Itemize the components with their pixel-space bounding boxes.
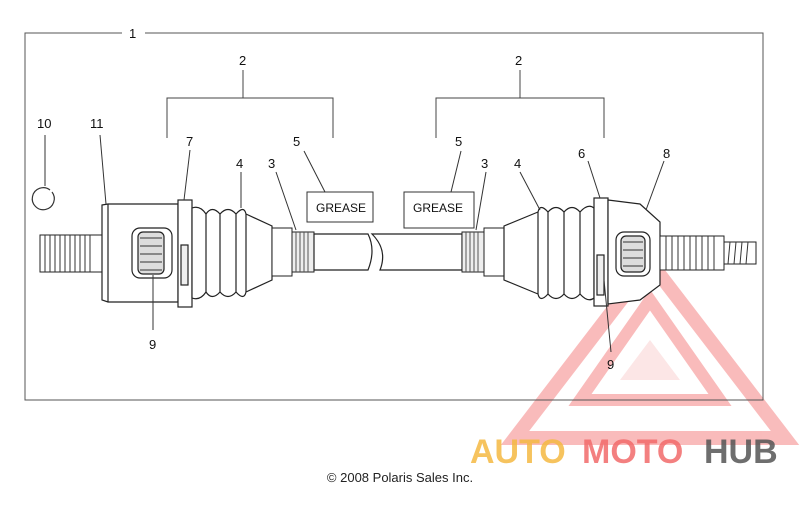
bracket-boot-kit-right (435, 70, 605, 138)
callout-3-left: 3 (268, 156, 275, 171)
grease-label-right: GREASE (413, 201, 463, 215)
inner-cv-housing (101, 203, 179, 303)
callout-4-right: 4 (514, 156, 521, 171)
watermark-moto: MOTO (582, 433, 683, 471)
callout-11: 11 (90, 116, 104, 131)
callout-9-right: 9 (607, 357, 614, 372)
grease-box-right: GREASE (403, 150, 475, 229)
ring-right (593, 197, 609, 307)
boot-right (503, 205, 595, 301)
callout-5-right: 5 (455, 134, 462, 149)
callout-1: 1 (129, 26, 136, 41)
clamp-right (461, 227, 505, 277)
boot-left (191, 206, 273, 300)
callout-2-right: 2 (515, 53, 522, 68)
outer-spline-shaft (659, 235, 757, 271)
watermark-auto: AUTO (470, 433, 566, 471)
callout-5-left: 5 (293, 134, 300, 149)
callout-2-left: 2 (239, 53, 246, 68)
grease-box-left: GREASE (303, 150, 374, 223)
outer-cv-housing (607, 199, 661, 305)
clamp-left (271, 227, 315, 277)
bracket-boot-kit-left (166, 70, 334, 138)
callout-7: 7 (186, 134, 193, 149)
circlip (31, 135, 55, 211)
inner-spline-shaft (39, 234, 103, 273)
assembly-frame (24, 32, 764, 401)
callout-10: 10 (37, 116, 51, 131)
callout-9-left: 9 (149, 337, 156, 352)
callout-4-left: 4 (236, 156, 243, 171)
callout-6: 6 (578, 146, 585, 161)
watermark-wordmark: AUTO MOTO HUB (470, 433, 778, 471)
ring-left (177, 199, 193, 308)
copyright-notice: © 2008 Polaris Sales Inc. (326, 470, 474, 485)
callout-8: 8 (663, 146, 670, 161)
callout-3-right: 3 (481, 156, 488, 171)
leader-9-right (603, 279, 612, 353)
watermark-hub: HUB (704, 433, 778, 471)
grease-label-left: GREASE (316, 201, 366, 215)
axle-shaft (313, 233, 463, 271)
